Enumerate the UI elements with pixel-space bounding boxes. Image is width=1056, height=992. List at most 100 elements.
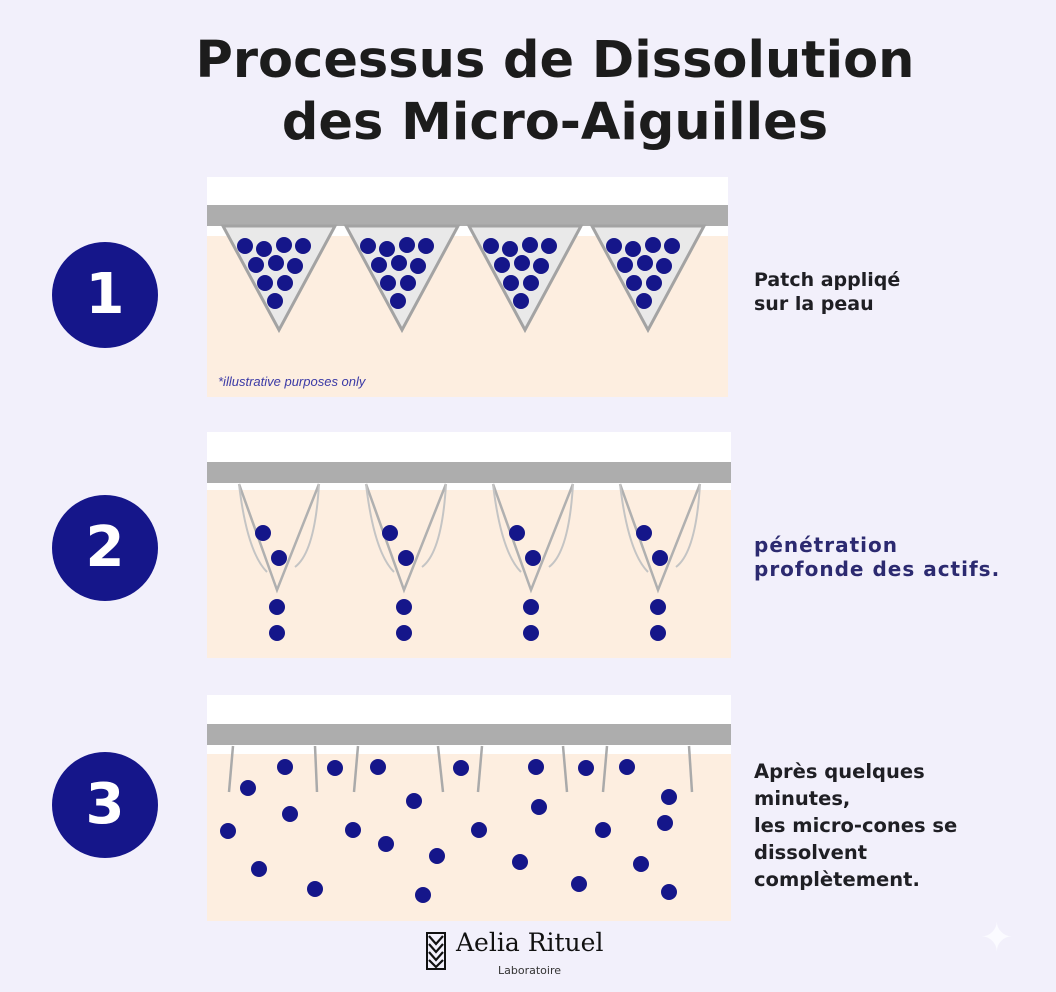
needle-remnant [476,745,484,793]
illustrative-note: *illustrative purposes only [218,374,366,389]
active-ingredient-dot [307,881,323,897]
cone-edge [421,483,447,568]
active-ingredient-dot [406,793,422,809]
needle-remnant [352,745,360,793]
patch-backing [207,205,728,226]
active-ingredient-dot [379,241,395,257]
sparkle-icon: ✦ [980,915,1014,961]
active-ingredient-dot [512,854,528,870]
active-ingredient-dot [256,241,272,257]
active-ingredient-dot [494,257,510,273]
active-ingredient-dot [636,525,652,541]
needle-remnant [601,745,609,793]
active-ingredient-dot [571,876,587,892]
dissolving-cone [237,483,321,594]
active-ingredient-dot [390,293,406,309]
active-ingredient-dot [251,861,267,877]
active-ingredient-dot [269,599,285,615]
active-ingredient-dot [578,760,594,776]
step-3-line: minutes, [754,787,851,810]
step-3-line: dissolvent [754,841,868,864]
step-3-line: les micro-cones se [754,814,958,837]
needle-remnant [227,745,235,793]
active-ingredient-dot [429,848,445,864]
step-1-badge: 1 [52,242,158,348]
dissolution-diagram [207,695,731,921]
active-ingredient-dot [523,275,539,291]
step-3-badge: 3 [52,752,158,858]
active-ingredient-dot [282,806,298,822]
active-ingredient-dot [661,789,677,805]
active-ingredient-dot [525,550,541,566]
active-ingredient-dot [370,759,386,775]
needle-remnant [313,745,319,793]
active-ingredient-dot [503,275,519,291]
active-ingredient-dot [652,550,668,566]
active-ingredient-dot [220,823,236,839]
active-ingredient-dot [650,599,666,615]
active-ingredient-dot [645,237,661,253]
skin-layer [207,754,731,921]
active-ingredient-dot [277,759,293,775]
active-ingredient-dot [531,799,547,815]
active-ingredient-dot [637,255,653,271]
active-ingredient-dot [636,293,652,309]
active-ingredient-dot [533,258,549,274]
active-ingredient-dot [276,237,292,253]
step-1-line: sur la peau [754,293,874,315]
active-ingredient-dot [255,525,271,541]
active-ingredient-dot [523,625,539,641]
active-ingredient-dot [633,856,649,872]
active-ingredient-dot [415,887,431,903]
patch-backing [207,724,731,745]
step-2-badge: 2 [52,495,158,601]
active-ingredient-dot [453,760,469,776]
title-line-1: Processus de Dissolution [195,31,915,90]
active-ingredient-dot [626,275,642,291]
active-ingredient-dot [483,238,499,254]
active-ingredient-dot [471,822,487,838]
cone-edge [492,483,522,573]
dissolving-cone [364,483,448,594]
active-ingredient-dot [606,238,622,254]
active-ingredient-dot [619,759,635,775]
active-ingredient-dot [378,836,394,852]
active-ingredient-dot [382,525,398,541]
active-ingredient-dot [398,550,414,566]
step-2-text: pénétration profonde des actifs. [754,533,1000,581]
needle-remnant [561,745,569,793]
active-ingredient-dot [509,525,525,541]
active-ingredient-dot [528,759,544,775]
active-ingredient-dot [269,625,285,641]
active-ingredient-dot [371,257,387,273]
active-ingredient-dot [400,275,416,291]
active-ingredient-dot [664,238,680,254]
active-ingredient-dot [396,599,412,615]
penetration-diagram [207,432,731,658]
brand-subtitle: Laboratoire [498,964,561,977]
dissolving-cone [618,483,702,594]
step-2-line: pénétration [754,533,898,557]
active-ingredient-dot [502,241,518,257]
active-ingredient-dot [240,780,256,796]
cone-edge [294,483,320,568]
active-ingredient-dot [360,238,376,254]
step-1-text: Patch appliqé sur la peau [754,268,900,316]
active-ingredient-dot [271,550,287,566]
active-ingredient-dot [661,884,677,900]
needle-remnant [436,745,445,793]
panel-patch-applied: *illustrative purposes only [207,177,730,401]
active-ingredient-dot [327,760,343,776]
active-ingredient-dot [646,275,662,291]
active-ingredient-dot [514,255,530,271]
step-1-line: Patch appliqé [754,269,901,291]
active-ingredient-dot [268,255,284,271]
page-title: Processus de Dissolution des Micro-Aigui… [0,30,1056,154]
step-3-text: Après quelques minutes, les micro-cones … [754,758,957,893]
cone-edge [619,483,649,573]
active-ingredient-dot [248,257,264,273]
brand-name: Aelia Rituel [456,928,604,957]
active-ingredient-dot [237,238,253,254]
active-ingredient-dot [399,237,415,253]
patch-backing [207,462,731,483]
